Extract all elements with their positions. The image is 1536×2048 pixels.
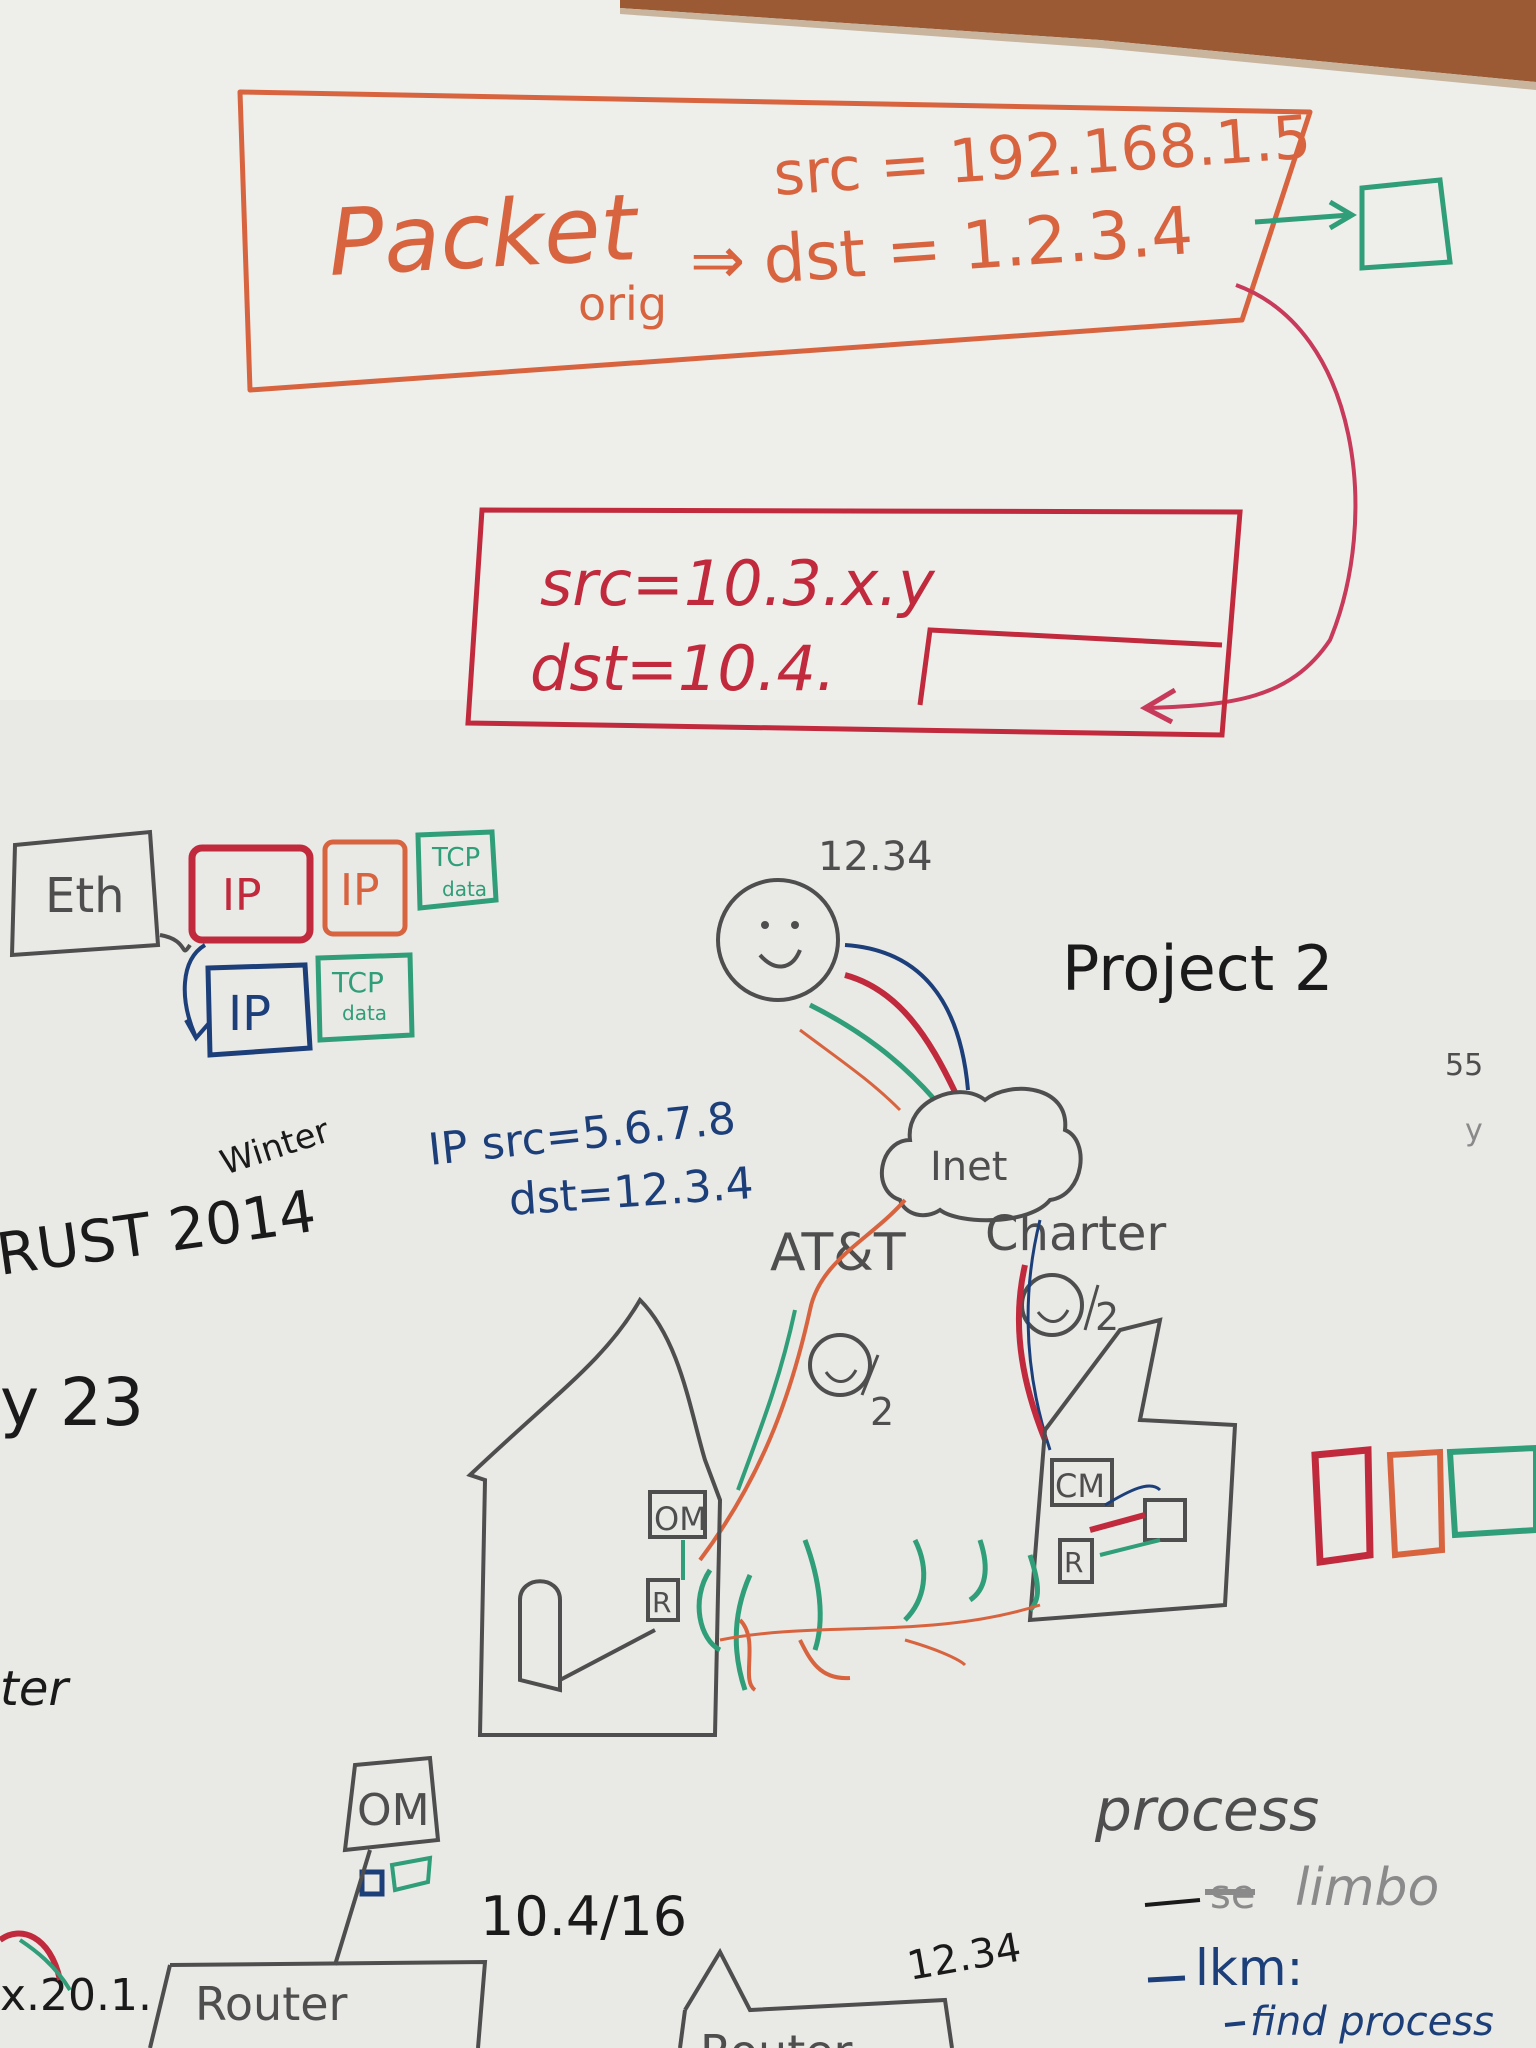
internet-label: Inet — [930, 1144, 1007, 1190]
home-router-label: R — [652, 1586, 671, 1619]
tcp-bottom-label: TCP — [331, 966, 384, 999]
home-modem-label: OM — [654, 1500, 707, 1538]
data-top-label: data — [442, 877, 487, 901]
bottom-router-partial: Router — [700, 2025, 853, 2048]
project-label: Project 2 — [1062, 932, 1333, 1005]
margin-note-1: 55 — [1445, 1048, 1483, 1083]
packet-orig-subscript: orig — [578, 277, 667, 331]
server-address: 12.34 — [818, 834, 933, 880]
packet-orig-title: Packet — [326, 174, 642, 297]
data-bottom-label: data — [342, 1001, 387, 1025]
wood-frame — [620, 0, 1536, 82]
bottom-router-label: Router — [195, 1977, 348, 2031]
process-item-limbo: limbo — [1295, 1858, 1439, 1918]
eth-label: Eth — [45, 868, 125, 924]
process-title: process — [1094, 1776, 1319, 1844]
encapsulation-diagram: Eth IP IP TCP data IP TCP data — [9, 829, 499, 1058]
office-modem-label: CM — [1055, 1467, 1105, 1505]
ip-blue-label: IP — [228, 986, 271, 1042]
tcp-top-label: TCP — [431, 843, 480, 873]
isp-left-label: AT&T — [770, 1223, 906, 1283]
right-color-boxes — [1311, 1444, 1536, 1566]
half-left-label: 2 — [870, 1390, 894, 1434]
rewrite-arrowhead — [1139, 687, 1177, 725]
process-item-lkm: lkm: — [1195, 1939, 1303, 1997]
bottom-diagram: OM Router 10.4/16 Router 12.34 process s… — [148, 1755, 1494, 2048]
ip-red-label: IP — [222, 870, 262, 921]
date-label: y 23 — [0, 1364, 144, 1441]
addr-fragment: x.20.1. — [0, 1970, 152, 2021]
half-right-label: 2 — [1095, 1295, 1119, 1339]
board-glare — [0, 0, 1536, 700]
ip-orange-label: IP — [340, 865, 380, 916]
isp-right-label: Charter — [985, 1206, 1166, 1262]
rewrite-arrow — [1149, 283, 1358, 710]
packet-rewritten-src: src=10.3.x.y — [540, 547, 936, 620]
process-sub-find: find process — [1250, 1999, 1494, 2045]
packet-rewritten-box: src=10.3.x.y dst=10.4. — [465, 507, 1243, 738]
bottom-modem-label: OM — [357, 1785, 430, 1836]
packet-rewritten-dst: dst=10.4. — [530, 632, 836, 705]
margin-note-2: y — [1465, 1113, 1483, 1148]
fragment-label: ter — [0, 1661, 71, 1717]
wood-frame-edge — [620, 8, 1536, 90]
packet-orig-arrow: ⇒ — [690, 222, 745, 299]
subnet-label: 10.4/16 — [480, 1885, 687, 1948]
office-router-label: R — [1064, 1546, 1083, 1579]
green-output-arrow — [1254, 177, 1453, 271]
